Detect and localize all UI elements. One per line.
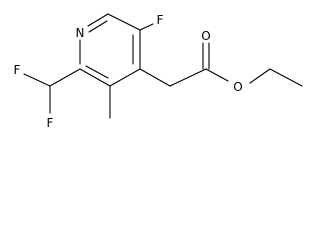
atom-label-ring-f: F — [157, 13, 164, 27]
bond-c5-f — [139, 23, 154, 31]
bond-n-c6 — [87, 13, 109, 27]
atom-label-chf2-f-upper: F — [14, 63, 21, 77]
bond-c4-ch2 — [139, 68, 171, 87]
bond-c3-c2 — [79, 68, 111, 87]
atom-label-carbonyl-o: O — [201, 29, 210, 43]
bond-chf2-f-upper — [23, 73, 51, 87]
bond-c3-c2-inner — [85, 65, 109, 79]
bond-carbonyl-ester-o — [205, 68, 229, 82]
atom-label-ring-n: N — [76, 26, 85, 40]
atom-label-ester-o: O — [233, 80, 242, 94]
bond-n-c6-inner — [88, 20, 108, 33]
bond-ch2-ch3 — [269, 68, 303, 87]
bond-ester-o-ch2 — [249, 68, 271, 84]
bond-c4-c3 — [109, 68, 141, 87]
bond-c2-chf2 — [49, 68, 81, 87]
bond-c6-c5 — [107, 13, 141, 31]
atom-labels: N F F F O O — [14, 13, 243, 130]
bonds — [23, 13, 303, 119]
structure-diagram: N F F F O O — [14, 13, 303, 130]
atom-label-chf2-f-lower: F — [47, 116, 54, 130]
bond-ch2-carbonyl — [169, 68, 207, 87]
